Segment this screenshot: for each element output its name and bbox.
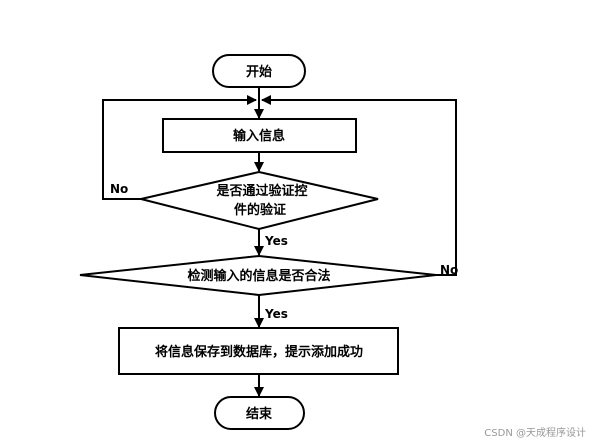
end-terminal: [214, 396, 305, 430]
edge-verify-no: [102, 95, 257, 200]
end-label: 结束: [246, 406, 273, 422]
verify-no-label: No: [110, 182, 128, 196]
watermark: CSDN @天成程序设计: [484, 426, 586, 439]
edge-check-no: [261, 95, 457, 276]
check-no-label: No: [440, 263, 458, 277]
input-process: [162, 118, 357, 153]
save-process: [118, 327, 399, 375]
verify-yes-label: Yes: [264, 234, 288, 248]
start-label: 开始: [246, 64, 272, 80]
check-label: 检测输入的信息是否合法: [187, 268, 330, 284]
input-label: 输入信息: [233, 128, 285, 144]
check-yes-label: Yes: [264, 307, 288, 321]
verify-label-line1: 是否通过验证控: [215, 183, 307, 199]
verify-label-line2: 件的验证: [234, 202, 286, 218]
verify-decision: [140, 170, 379, 231]
save-label: 将信息保存到数据库，提示添加成功: [155, 344, 363, 360]
